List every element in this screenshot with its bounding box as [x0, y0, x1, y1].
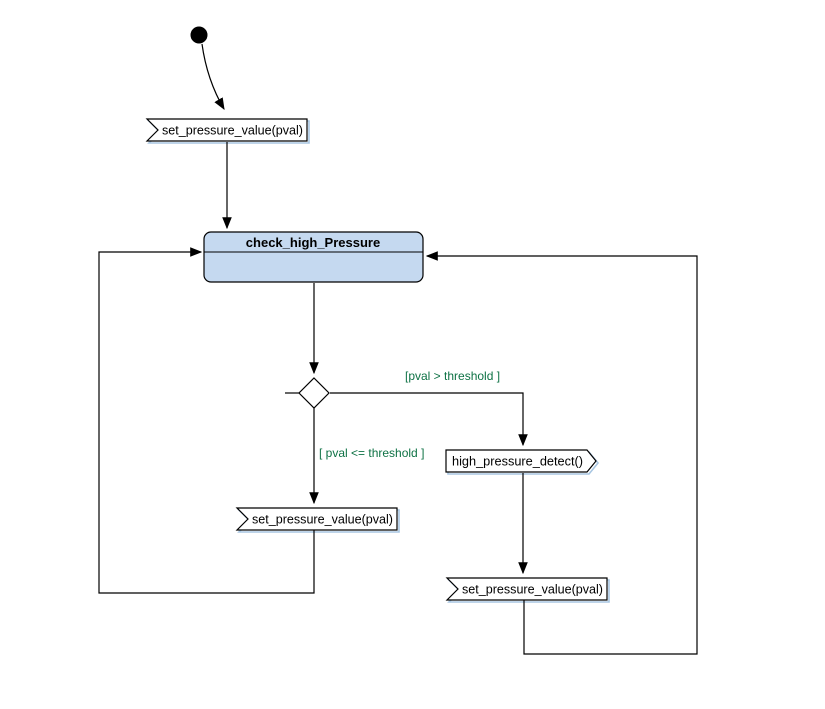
accept-event-right-shape[interactable]	[445, 577, 608, 601]
accept-event-left-label: set_pressure_value(pval)	[252, 513, 393, 527]
accept-event-top-label: set_pressure_value(pval)	[162, 124, 303, 138]
transition-initial-to-accept-top[interactable]	[201, 43, 225, 111]
transition-accept-right-to-state[interactable]	[425, 251, 698, 655]
accept-event-right-label: set_pressure_value(pval)	[462, 583, 603, 597]
accept-event-left-shape[interactable]	[235, 507, 398, 531]
transition-choice-to-send-signal[interactable]	[330, 392, 528, 447]
guard-label-greater: [pval > threshold ]	[405, 369, 500, 383]
send-signal-shape[interactable]	[445, 449, 597, 473]
choice-node[interactable]	[298, 377, 330, 409]
initial-state-node[interactable]	[190, 26, 208, 44]
accept-event-top-shape[interactable]	[145, 118, 308, 142]
transition-accept-left-to-state[interactable]	[98, 247, 315, 594]
state-check-high-pressure[interactable]	[203, 231, 424, 283]
state-title: check_high_Pressure	[246, 235, 380, 250]
send-signal-label: high_pressure_detect()	[452, 455, 583, 469]
guard-label-less-equal: [ pval <= threshold ]	[319, 446, 424, 460]
